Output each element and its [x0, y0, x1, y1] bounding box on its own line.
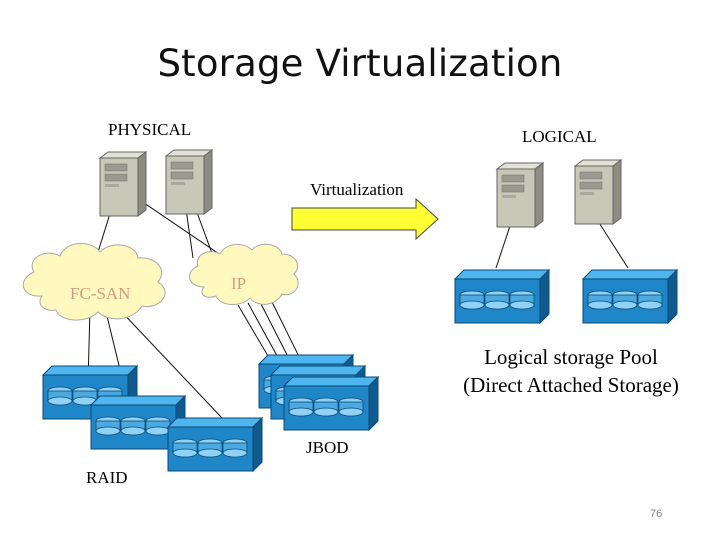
- page-number: 76: [650, 508, 663, 520]
- network-cloud-icon: IP: [189, 243, 299, 305]
- physical-label: PHYSICAL: [108, 120, 192, 139]
- fc-san-label: FC-SAN: [70, 284, 130, 303]
- server-tower-icon: [496, 162, 544, 228]
- server-tower-icon: [574, 159, 622, 225]
- logical-pool-label: Logical storage Pool (Direct Attached St…: [440, 343, 702, 399]
- disk-array-icon: [582, 269, 678, 324]
- raid-label: RAID: [86, 468, 128, 487]
- page-title: Storage Virtualization: [157, 42, 563, 85]
- jbod-label: JBOD: [306, 438, 349, 457]
- logical-pool-line2: (Direct Attached Storage): [463, 373, 679, 397]
- ip-label: IP: [231, 274, 246, 293]
- disk-array-icon: [167, 417, 263, 472]
- disk-array-icon: [454, 269, 550, 324]
- right-arrow-icon: [291, 197, 439, 241]
- logical-label: LOGICAL: [522, 127, 597, 146]
- logical-pool-line1: Logical storage Pool: [484, 345, 658, 369]
- network-cloud-icon: FC-SAN: [22, 243, 166, 321]
- server-tower-icon: [165, 149, 213, 215]
- server-tower-icon: [99, 151, 147, 217]
- virtualization-label: Virtualization: [310, 180, 404, 199]
- disk-array-icon: [283, 376, 379, 431]
